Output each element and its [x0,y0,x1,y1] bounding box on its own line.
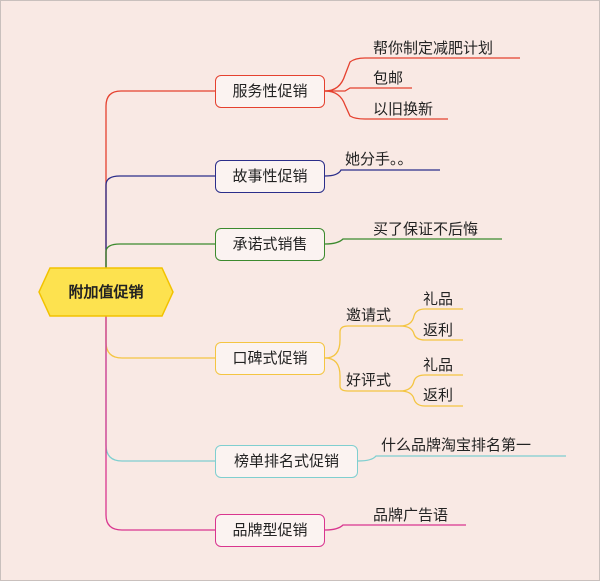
root-hexagon [38,267,174,317]
connector-leaf-4-1-2 [399,325,463,341]
subgroup-good-review[interactable]: 好评式 [346,371,392,389]
branch-node-service[interactable]: 服务性促销 [215,75,325,108]
leaf-no-regret[interactable]: 买了保证不后悔 [373,220,479,238]
root-node[interactable]: 附加值促销 [38,267,174,317]
connector-leaf-2-1 [324,169,440,177]
connector-leaf-6-1 [324,524,466,531]
root-label: 附加值促销 [68,283,144,301]
connector-branch-3 [105,243,215,292]
connector-branch-2 [105,175,215,292]
leaf-review-gift[interactable]: 礼品 [423,356,454,374]
branch-label-word-of-mouth: 口碑式促销 [232,349,308,367]
branch-node-brand[interactable]: 品牌型促销 [215,514,325,547]
leaf-review-rebate[interactable]: 返利 [423,386,454,404]
connector-leaf-5-1 [357,455,566,462]
connector-leaf-4-2-1 [399,374,463,392]
branch-node-story[interactable]: 故事性促销 [215,160,325,193]
connector-sub-4-2 [324,357,400,392]
branch-label-story: 故事性促销 [232,167,308,185]
leaf-trade-in[interactable]: 以旧换新 [373,100,434,118]
leaf-weight-loss-plan[interactable]: 帮你制定减肥计划 [373,39,494,57]
leaf-free-shipping[interactable]: 包邮 [373,69,404,87]
branch-label-promise: 承诺式销售 [232,235,308,253]
leaf-invite-gift[interactable]: 礼品 [423,290,454,308]
connector-leaf-4-2-2 [399,390,463,407]
leaf-breakup-story[interactable]: 她分手。。 [345,150,413,168]
branch-node-ranking[interactable]: 榜单排名式促销 [215,445,358,478]
branch-node-promise[interactable]: 承诺式销售 [215,228,325,261]
branch-label-ranking: 榜单排名式促销 [233,452,339,470]
connector-branch-5 [105,292,215,462]
subgroup-invite[interactable]: 邀请式 [346,306,392,324]
connector-leaf-1-1 [324,57,520,92]
connector-leaf-4-1-1 [399,308,463,327]
connector-branch-6 [105,292,215,531]
branch-label-brand: 品牌型促销 [232,521,308,539]
connector-leaf-3-1 [324,238,502,245]
connector-leaf-1-3 [324,90,448,120]
branch-label-service: 服务性促销 [232,82,308,100]
connector-sub-4-1 [324,325,400,359]
branch-node-word-of-mouth[interactable]: 口碑式促销 [215,342,325,375]
leaf-brand-slogan[interactable]: 品牌广告语 [373,506,449,524]
connector-branch-1 [105,90,215,292]
connector-leaf-1-2 [325,87,412,92]
leaf-invite-rebate[interactable]: 返利 [423,321,454,339]
leaf-taobao-ranking[interactable]: 什么品牌淘宝排名第一 [381,436,532,454]
